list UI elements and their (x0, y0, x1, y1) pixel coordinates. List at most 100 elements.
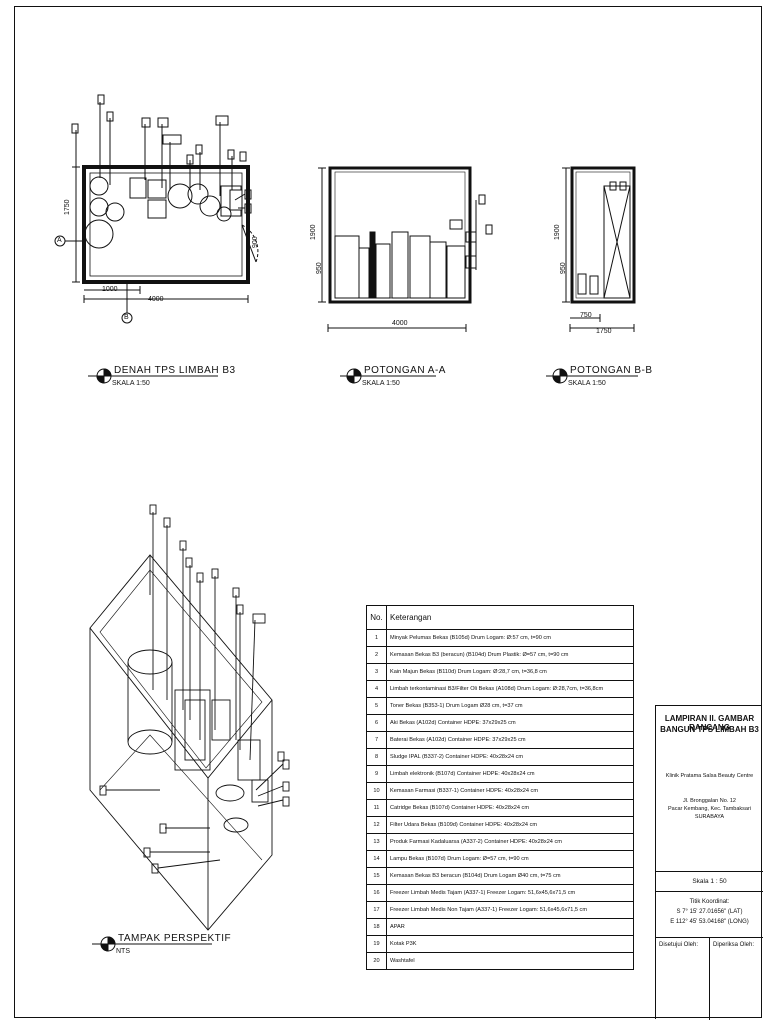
plan-sub-dim: 1000 (102, 286, 118, 293)
legend-row-no: 9 (366, 765, 387, 783)
address-line-1: Jl. Bronggalan No. 12 (683, 798, 736, 804)
section-b-sub-dim: 750 (580, 312, 592, 319)
legend-row-desc: Limbah terkontaminasi B3/Filter Oli Beka… (386, 680, 634, 698)
legend-header-no: No. (366, 605, 387, 630)
legend-row-desc: Kemasan Bekas B3 (beracun) (B104d) Drum … (386, 646, 634, 664)
legend-row-desc: Sludge IPAL (B337-2) Container HDPE: 40x… (386, 748, 634, 766)
section-marker-b: B (124, 314, 129, 321)
section-b-inner-dim: 950 (560, 262, 567, 274)
legend-row-desc: Produk Farmasi Kadaluarsa (A337-2) Conta… (386, 833, 634, 851)
legend-row-no: 17 (366, 901, 387, 919)
legend-row-desc: Catridge Bekas (B107d) Container HDPE: 4… (386, 799, 634, 817)
legend-row-no: 7 (366, 731, 387, 749)
legend-row-desc: Aki Bekas (A102d) Container HDPE: 37x29x… (386, 714, 634, 732)
title-block-heading-2: BANGUN TPS LIMBAH B3 (660, 725, 759, 734)
perspective-scale: NTS (116, 948, 130, 955)
legend-row-desc: Freezer Limbah Medis Tajam (A337-1) Free… (386, 884, 634, 902)
plan-title: DENAH TPS LIMBAH B3 (114, 365, 236, 376)
legend-row-desc: APAR (386, 918, 634, 936)
section-a-title: POTONGAN A-A (364, 365, 446, 376)
plan-door-dim: 900 (252, 236, 259, 248)
section-b-scale: SKALA 1:50 (568, 380, 606, 387)
view-title-symbols (88, 368, 638, 952)
legend-row-no: 1 (366, 629, 387, 647)
legend-row-no: 13 (366, 833, 387, 851)
plan-view (54, 94, 259, 324)
coord-long: E 112° 45' 53.04168" (LONG) (670, 919, 749, 925)
drawing-sheet-border (14, 6, 762, 1018)
legend-row-no: 2 (366, 646, 387, 664)
section-a-inner-dim: 950 (316, 262, 323, 274)
legend-row-desc: Kotak P3K (386, 935, 634, 953)
legend-row-desc: Washtafel (386, 952, 634, 970)
legend-row-desc: Toner Bekas (B353-1) Drum Logam Ø28 cm, … (386, 697, 634, 715)
legend-row-no: 11 (366, 799, 387, 817)
title-block-divider-1 (656, 871, 763, 872)
address-line-2: Pacar Kembang, Kec. Tambaksari (667, 806, 752, 812)
legend-row-no: 14 (366, 850, 387, 868)
legend-row-desc: Minyak Pelumas Bekas (B105d) Drum Logam:… (386, 629, 634, 647)
legend-row-no: 16 (366, 884, 387, 902)
section-b-width-dim: 1750 (596, 328, 612, 335)
address-city: SURABAYA (694, 814, 725, 820)
approved-by-label: Disetujui Oleh: (659, 942, 699, 948)
section-a-height-dim: 1900 (310, 224, 317, 240)
legend-row-no: 3 (366, 663, 387, 681)
legend-row-no: 10 (366, 782, 387, 800)
checked-by-label: Diperiksa Oleh: (713, 942, 755, 948)
title-block-scale: Skala 1 : 50 (692, 878, 727, 885)
legend-row-desc: Kain Majun Bekas (B110d) Drum Logam: Ø:2… (386, 663, 634, 681)
title-block-split (709, 937, 710, 1020)
legend-row-desc: Kemasan Bekas B3 beracun (B104d) Drum Lo… (386, 867, 634, 885)
title-block: LAMPIRAN II. GAMBAR RANCANG BANGUN TPS L… (655, 705, 763, 1020)
clinic-name: Klinik Pratama Salsa Beauty Centre (665, 773, 754, 779)
legend-row-desc: Baterai Bekas (A102d) Container HDPE: 37… (386, 731, 634, 749)
coord-lat: S 7° 15' 27.01656" (LAT) (676, 909, 743, 915)
legend-row-desc: Lampu Bekas (B107d) Drum Logam: Ø=57 cm,… (386, 850, 634, 868)
legend-row-desc: Kemasan Farmasi (B337-1) Container HDPE:… (386, 782, 634, 800)
legend-row-no: 18 (366, 918, 387, 936)
perspective-title: TAMPAK PERSPEKTIF (118, 933, 232, 944)
legend-row-no: 4 (366, 680, 387, 698)
legend-header-row: No. Keterangan (366, 605, 634, 630)
section-a-width-dim: 4000 (392, 320, 408, 327)
section-b-view (562, 166, 636, 332)
coord-label: Titik Koordinat: (689, 899, 730, 905)
legend-row-no: 12 (366, 816, 387, 834)
section-b-height-dim: 1900 (554, 224, 561, 240)
legend-row-desc: Filter Udara Bekas (B109d) Container HDP… (386, 816, 634, 834)
section-b-title: POTONGAN B-B (570, 365, 653, 376)
legend-row-no: 5 (366, 697, 387, 715)
title-block-heading-1: LAMPIRAN II. GAMBAR RANCANG (664, 714, 755, 732)
section-a-view (318, 166, 493, 332)
legend-row-no: 8 (366, 748, 387, 766)
section-a-scale: SKALA 1:50 (362, 380, 400, 387)
plan-width-dim: 4000 (148, 296, 164, 303)
perspective-view (89, 504, 290, 931)
legend-row-no: 20 (366, 952, 387, 970)
legend-header-desc: Keterangan (386, 605, 634, 630)
title-block-divider-2 (656, 891, 763, 892)
legend-row-desc: Freezer Limbah Medis Non Tajam (A337-1) … (386, 901, 634, 919)
plan-scale: SKALA 1:50 (112, 380, 150, 387)
legend-row-no: 6 (366, 714, 387, 732)
